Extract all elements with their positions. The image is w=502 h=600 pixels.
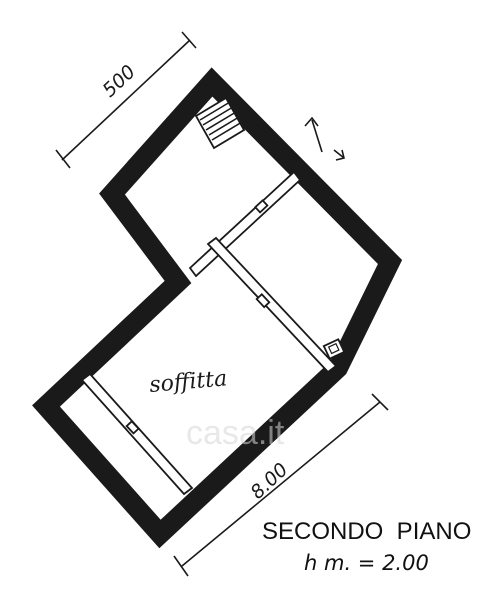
chimney-icon [322, 338, 346, 360]
north-arrow-icon [304, 116, 345, 161]
floor-title: SECONDO PIANO [262, 518, 471, 545]
attic-walls [32, 67, 403, 549]
floor-height: h m. = 2.00 [304, 551, 429, 575]
watermark-logo: casa.it [186, 414, 285, 452]
roof-beams [80, 170, 338, 496]
dimension-label-top: 500 [98, 61, 140, 102]
dimension-label-bottom: 8.00 [246, 459, 292, 504]
stair-icon [194, 96, 246, 150]
